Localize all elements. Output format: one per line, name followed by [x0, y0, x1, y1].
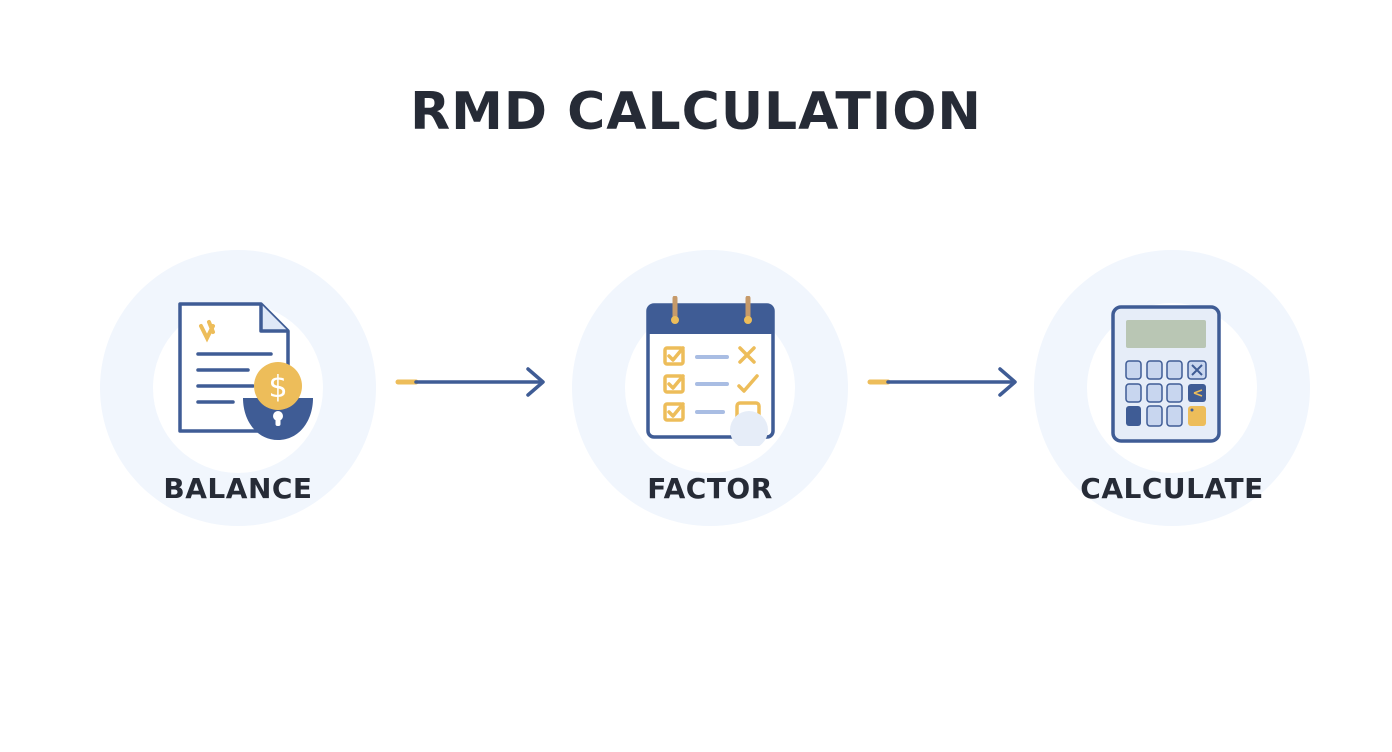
diagram-title: RMD CALCULATION: [410, 82, 982, 142]
arrow-right-icon: [395, 367, 545, 397]
step-balance: $ BALANCE: [100, 250, 376, 526]
step-label: CALCULATE: [1080, 472, 1264, 505]
step-calculate: CALCULATE: [1034, 250, 1310, 526]
step-label: FACTOR: [647, 472, 773, 505]
step-label: BALANCE: [163, 472, 313, 505]
calculator-icon: [1111, 305, 1221, 443]
calendar-checklist-icon: [646, 296, 775, 446]
document-money-icon: $: [178, 302, 313, 440]
arrow-right-icon: [867, 367, 1017, 397]
step-factor: FACTOR: [572, 250, 848, 526]
svg-text:$: $: [268, 370, 287, 405]
